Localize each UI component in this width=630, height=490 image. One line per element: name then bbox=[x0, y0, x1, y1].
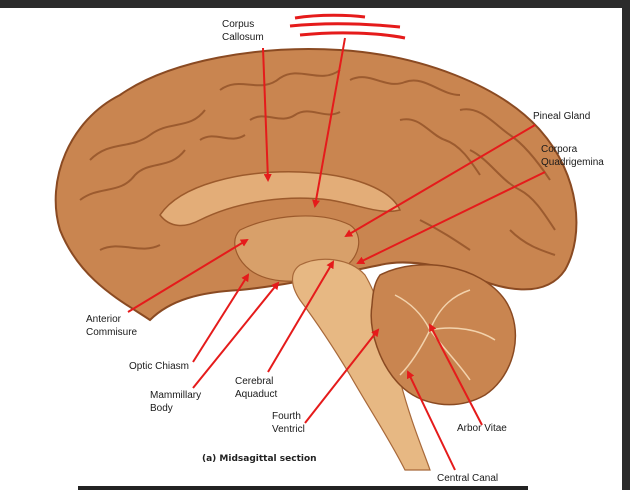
label-fourth-ventricle: Fourth Ventricl bbox=[272, 411, 305, 435]
label-pineal-gland: Pineal Gland bbox=[533, 111, 591, 122]
label-corpora-quadrigemina: Corpora Quadrigemina bbox=[541, 144, 604, 168]
label-arbor-vitae: Arbor Vitae bbox=[457, 423, 507, 434]
figure-caption: (a) Midsagittal section bbox=[202, 454, 317, 464]
arrow-arbor-vitae bbox=[429, 323, 483, 426]
cerebellum-shape bbox=[370, 264, 517, 406]
arrow-corpus-callosum bbox=[262, 47, 272, 182]
window-right-bar bbox=[622, 0, 630, 490]
arrow-corpora-quadrigemina bbox=[356, 171, 546, 264]
label-cerebral-aquaduct: Cerebral Aquaduct bbox=[235, 376, 278, 400]
bottom-divider bbox=[78, 486, 528, 490]
arrow-anterior-commisure bbox=[127, 238, 249, 313]
arrow-cerebral-aquaduct bbox=[267, 260, 335, 373]
label-corpus-callosum: Corpus Callosum bbox=[222, 19, 264, 43]
arrow-pineal-gland bbox=[344, 124, 536, 238]
arrow-central-canal bbox=[406, 370, 456, 471]
brainstem-shape bbox=[291, 258, 431, 471]
arrow-fourth-ventricle bbox=[304, 328, 380, 424]
arrow-scribble-to-fornix bbox=[312, 37, 346, 208]
label-optic-chiasm: Optic Chiasm bbox=[129, 361, 190, 372]
label-arrows bbox=[127, 37, 546, 471]
red-scribble bbox=[289, 13, 406, 40]
corpus-callosum-shape bbox=[159, 171, 402, 227]
label-anterior-commisure: Anterior Commisure bbox=[86, 314, 138, 338]
arbor-vitae-texture bbox=[394, 289, 496, 381]
window-top-bar bbox=[0, 0, 630, 8]
arrow-optic-chiasm bbox=[192, 273, 250, 363]
label-mammillary-body: Mammillary Body bbox=[150, 390, 202, 414]
label-central-canal: Central Canal bbox=[437, 473, 499, 484]
arrow-mammillary-body bbox=[192, 281, 280, 389]
